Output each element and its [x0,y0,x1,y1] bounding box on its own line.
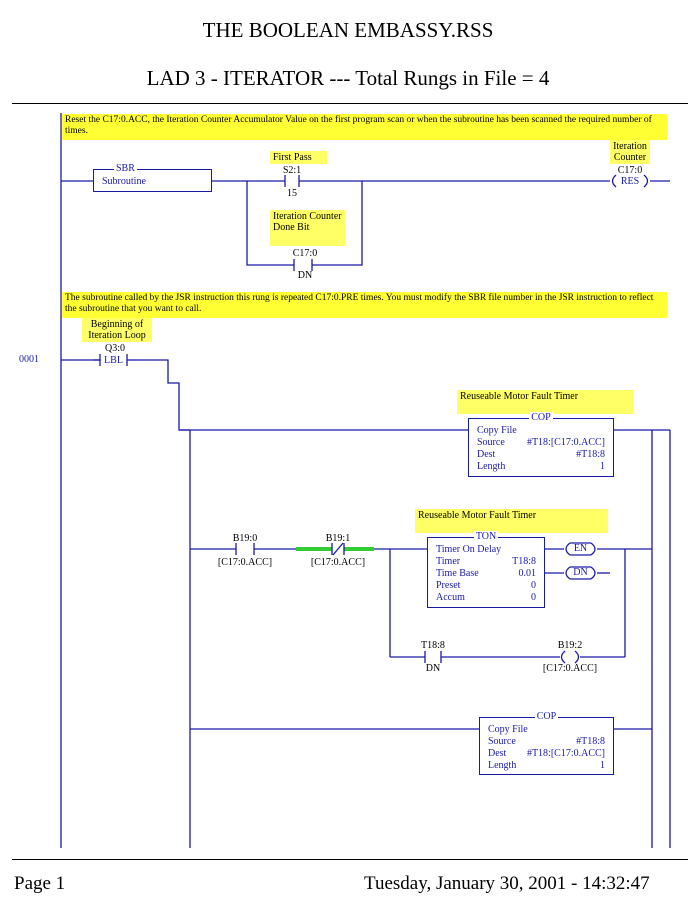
ton-instruction[interactable]: TON Timer On Delay Timer T18:8 Time Base 0… [427,531,545,608]
ton-name: Timer On Delay [436,544,502,555]
counter-done-address: C17:0 [292,248,318,259]
cop1-length-label: Length [477,461,506,472]
page-subtitle: LAD 3 - ITERATOR --- Total Rungs in File… [146,66,550,90]
first-pass-bit: 15 [287,188,297,199]
ton-timer-label: Timer [436,556,461,567]
dn-output-oval [565,566,596,580]
page-number: Page 1 [14,873,66,894]
iteration-counter-address: C17:0 [617,165,643,176]
rung0-comment: Reset the C17:0.ACC, the Iteration Count… [62,114,667,140]
ton-base-label: Time Base [436,568,479,579]
cop2-title: COP [534,711,559,722]
loop-label-address: Q3:0 [105,343,125,354]
xic-t18-8-contact [424,651,442,663]
sbr-title: SBR [114,163,137,174]
sbr-label: Subroutine [102,176,146,187]
cop2-length-label: Length [488,760,517,771]
ton-title: TON [473,531,499,542]
ton-desc: Reuseable Motor Fault Timer [415,509,608,533]
counter-done-bit: DN [297,270,313,281]
t18-8-address: T18:8 [421,640,445,651]
ton-preset-value: 0 [531,580,536,591]
xic-b19-0-contact [235,543,255,555]
cop1-dest-label: Dest [477,449,496,460]
res-instruction[interactable]: RES [620,176,640,187]
cop1-dest-value: #T18:8 [576,449,605,460]
ton-dn-output[interactable]: DN [573,567,588,578]
en-output-oval [565,542,596,556]
ton-preset-label: Preset [436,580,461,591]
footer-divider [12,859,688,860]
lbl-bracket [93,354,134,366]
b19-0-address: B19:0 [232,533,258,544]
ton-en-output[interactable]: EN [573,543,588,554]
b19-2-address: B19:2 [557,640,583,651]
cop1-length-value: 1 [600,461,605,472]
header-divider [12,103,688,104]
counter-done-desc: Iteration Counter Done Bit [270,210,345,246]
ton-timer-value: T18:8 [512,556,536,567]
cop2-source-label: Source [488,736,516,747]
rung-number: 0001 [19,354,39,365]
first-pass-desc: First Pass [270,151,327,164]
lbl-instruction[interactable]: LBL [104,355,123,366]
cop1-desc: Reuseable Motor Fault Timer [457,390,633,414]
xio-b19-1-contact [331,542,345,556]
cop1-source-value: #T18:[C17:0.ACC] [526,437,605,448]
page-title: THE BOOLEAN EMBASSY.RSS [202,18,494,42]
rung1-comment: The subroutine called by the JSR instruc… [62,292,667,318]
cop2-instruction[interactable]: COP Copy File Source #T18:8 Dest #T18:[C17… [479,711,614,775]
t18-8-bit: DN [425,663,441,674]
ton-accum-value: 0 [531,592,536,603]
b19-1-address: B19:1 [325,533,351,544]
loop-label-desc: Beginning of Iteration Loop [82,318,152,342]
b19-2-param: [C17:0.ACC] [542,663,598,674]
b19-0-param: [C17:0.ACC] [217,557,273,568]
cop1-title: COP [529,412,553,423]
cop1-source-label: Source [477,437,505,448]
cop2-name: Copy File [488,724,528,735]
ote-b19-2-coil [560,650,580,664]
ton-accum-label: Accum [436,592,465,603]
ton-base-value: 0.01 [518,568,537,579]
cop1-instruction[interactable]: COP Copy File Source #T18:[C17:0.ACC] Des… [468,412,614,477]
cop2-dest-value: #T18:[C17:0.ACC] [526,748,605,759]
cop1-name: Copy File [477,425,517,436]
first-pass-address: S2:1 [282,165,302,176]
sbr-instruction[interactable]: SBR Subroutine [93,163,212,192]
res-coil-shape [611,174,649,188]
cop2-source-value: #T18:8 [576,736,605,747]
print-date: Tuesday, January 30, 2001 - 14:32:47 [364,873,650,894]
b19-1-param: [C17:0.ACC] [310,557,366,568]
iteration-counter-desc: Iteration Counter [610,140,650,164]
xic-c17-0-contact [293,259,313,271]
cop2-length-value: 1 [600,760,605,771]
xic-s2-1-contact [284,175,300,187]
cop2-dest-label: Dest [488,748,507,759]
